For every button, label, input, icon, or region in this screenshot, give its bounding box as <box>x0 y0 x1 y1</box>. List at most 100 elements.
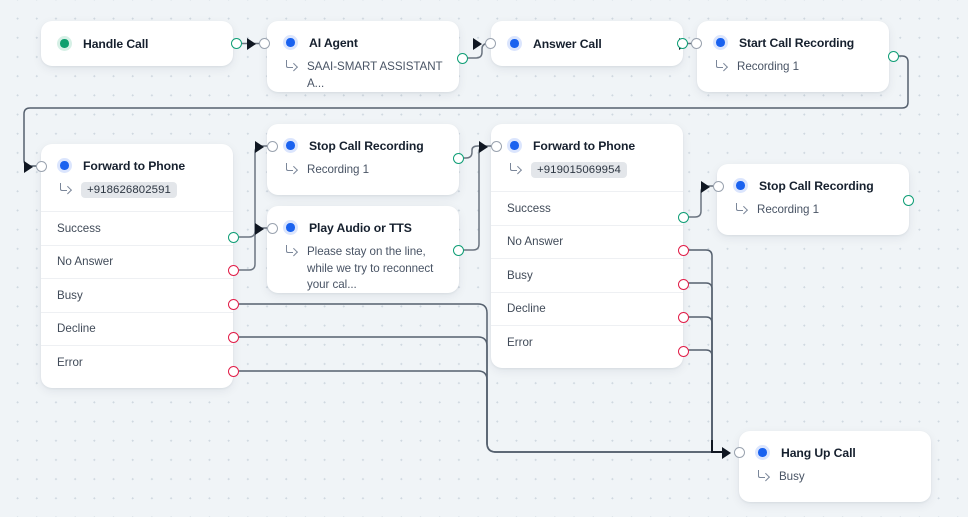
node-ai-agent[interactable]: AI Agent SAAI-SMART ASSISTANT A... <box>267 21 459 92</box>
arrowhead-icon <box>722 446 731 459</box>
node-subtitle-row: Busy <box>739 460 931 501</box>
port-out-fwd2-decline[interactable] <box>678 311 689 323</box>
node-header: Hang Up Call <box>739 431 931 460</box>
port-out-fwd1-error[interactable] <box>228 365 239 377</box>
node-answer-call[interactable]: Answer Call <box>491 21 683 66</box>
node-handle-call[interactable]: Handle Call <box>41 21 233 66</box>
output-row-error[interactable]: Error <box>507 336 533 350</box>
status-dot-icon <box>283 35 298 50</box>
node-title: Forward to Phone <box>533 138 635 153</box>
branch-arrow-icon <box>59 183 72 196</box>
port-out-fwd1-decline[interactable] <box>228 331 239 343</box>
output-row-success[interactable]: Success <box>491 192 683 226</box>
node-header: Forward to Phone <box>491 124 683 153</box>
arrowhead-icon <box>473 37 482 50</box>
node-header: Answer Call <box>491 21 683 51</box>
port-in-answer-call[interactable] <box>485 38 496 49</box>
status-dot-icon <box>283 138 298 153</box>
node-subtitle-row: Recording 1 <box>697 50 889 91</box>
phone-number-chip: +919015069954 <box>531 162 627 178</box>
branch-arrow-icon <box>285 245 298 258</box>
output-row-no-answer[interactable]: No Answer <box>491 226 683 259</box>
status-dot-icon <box>283 220 298 235</box>
node-subtitle: SAAI-SMART ASSISTANT A... <box>307 60 443 90</box>
port-in-hang-up-call[interactable] <box>734 447 745 458</box>
port-in-forward-to-phone-2[interactable] <box>491 141 502 152</box>
port-out-stop-call-recording-2[interactable] <box>903 194 914 206</box>
output-row-busy[interactable]: Busy <box>41 279 233 313</box>
port-in-start-call-recording[interactable] <box>691 38 702 49</box>
output-row-busy[interactable]: Busy <box>491 259 683 293</box>
node-subtitle: Recording 1 <box>307 163 369 176</box>
port-out-handle-call[interactable] <box>231 38 242 49</box>
node-start-call-recording[interactable]: Start Call Recording Recording 1 <box>697 21 889 92</box>
output-row-decline[interactable]: Decline <box>41 313 233 346</box>
node-header: Start Call Recording <box>697 21 889 50</box>
output-row-decline[interactable]: Decline <box>491 293 683 326</box>
port-in-stop-call-recording-1[interactable] <box>267 141 278 152</box>
node-header: AI Agent <box>267 21 459 50</box>
port-out-fwd1-busy[interactable] <box>228 298 239 310</box>
branch-arrow-icon <box>715 60 728 73</box>
node-title: Forward to Phone <box>83 158 185 173</box>
port-out-play-audio-or-tts[interactable] <box>453 244 464 256</box>
branch-arrow-icon <box>757 470 770 483</box>
node-subtitle-row: Please stay on the line, while we try to… <box>267 235 459 309</box>
arrowhead-icon <box>479 140 488 153</box>
port-in-stop-call-recording-2[interactable] <box>713 181 724 192</box>
node-subtitle-row: +919015069954 <box>491 153 683 191</box>
node-title: Play Audio or TTS <box>309 220 412 235</box>
node-subtitle: Recording 1 <box>757 203 819 216</box>
port-out-answer-call[interactable] <box>677 38 688 49</box>
port-out-fwd2-no-answer[interactable] <box>678 244 689 256</box>
node-header: Handle Call <box>41 21 233 51</box>
node-title: Answer Call <box>533 36 602 51</box>
arrowhead-icon <box>701 180 710 193</box>
node-header: Forward to Phone <box>41 144 233 173</box>
node-output-list: Success No Answer Busy Decline Error <box>41 211 233 380</box>
status-dot-icon <box>57 36 72 51</box>
node-subtitle: Recording 1 <box>737 60 799 73</box>
node-play-audio-or-tts[interactable]: Play Audio or TTS Please stay on the lin… <box>267 206 459 293</box>
node-forward-to-phone-1[interactable]: Forward to Phone +918626802591 Success N… <box>41 144 233 388</box>
port-out-ai-agent[interactable] <box>457 52 468 64</box>
node-subtitle-row: +918626802591 <box>41 173 233 211</box>
node-title: AI Agent <box>309 35 358 50</box>
output-row-error[interactable]: Error <box>57 356 83 370</box>
node-title: Stop Call Recording <box>309 138 424 153</box>
output-row-success[interactable]: Success <box>41 212 233 246</box>
node-header: Play Audio or TTS <box>267 206 459 235</box>
port-in-forward-to-phone-1[interactable] <box>36 161 47 172</box>
port-out-fwd2-error[interactable] <box>678 345 689 357</box>
port-out-fwd2-busy[interactable] <box>678 278 689 290</box>
node-stop-call-recording-1[interactable]: Stop Call Recording Recording 1 <box>267 124 459 195</box>
port-in-play-audio-or-tts[interactable] <box>267 223 278 234</box>
arrowhead-icon <box>247 37 256 50</box>
node-title: Handle Call <box>83 36 149 51</box>
port-in-ai-agent[interactable] <box>259 38 270 49</box>
node-subtitle-row: Recording 1 <box>267 153 459 194</box>
branch-arrow-icon <box>285 60 298 73</box>
node-stop-call-recording-2[interactable]: Stop Call Recording Recording 1 <box>717 164 909 235</box>
arrowhead-icon <box>255 140 264 153</box>
port-out-fwd1-success[interactable] <box>228 231 239 243</box>
phone-number-chip: +918626802591 <box>81 182 177 198</box>
node-output-list: Success No Answer Busy Decline Error <box>491 191 683 360</box>
output-row-no-answer[interactable]: No Answer <box>41 246 233 279</box>
port-out-stop-call-recording-1[interactable] <box>453 152 464 164</box>
branch-arrow-icon <box>509 163 522 176</box>
port-out-fwd2-success[interactable] <box>678 211 689 223</box>
edge-tts-to-fwd2 <box>463 145 491 251</box>
port-out-start-call-recording[interactable] <box>888 50 899 62</box>
node-hang-up-call[interactable]: Hang Up Call Busy <box>739 431 931 502</box>
status-dot-icon <box>57 158 72 173</box>
arrowhead-icon <box>24 160 33 173</box>
status-dot-icon <box>507 138 522 153</box>
node-subtitle-row: SAAI-SMART ASSISTANT A... <box>267 50 459 107</box>
node-forward-to-phone-2[interactable]: Forward to Phone +919015069954 Success N… <box>491 124 683 368</box>
port-out-fwd1-no-answer[interactable] <box>228 264 239 276</box>
node-title: Hang Up Call <box>781 445 856 460</box>
edge-fwd1-error-to-hangup <box>239 370 726 453</box>
node-title: Stop Call Recording <box>759 178 874 193</box>
